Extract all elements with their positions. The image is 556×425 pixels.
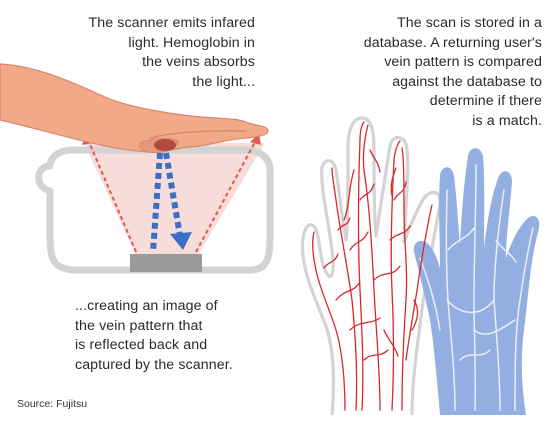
caption-database-match: The scan is stored in a database. A retu… (364, 14, 542, 131)
scanner-sensor (130, 254, 202, 272)
source-credit: Source: Fujitsu (17, 398, 87, 410)
hand-vein-scan (303, 118, 540, 415)
caption-vein-image: ...creating an image of the vein pattern… (75, 297, 233, 375)
caption-infrared-emission: The scanner emits infared light. Hemoglo… (88, 14, 255, 92)
thumbnail (154, 139, 176, 151)
scanner-diagram (0, 64, 270, 272)
